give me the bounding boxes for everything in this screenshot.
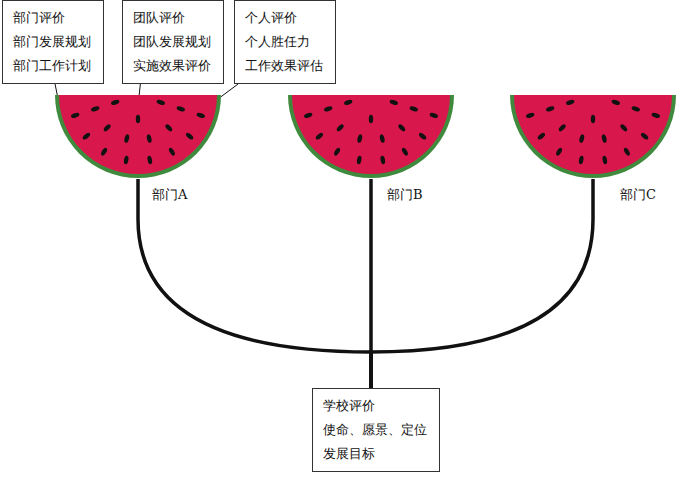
evaluation-box: 个人评价个人胜任力工作效果评估: [234, 0, 336, 84]
watermelon-shape: [510, 95, 676, 181]
watermelon-node: 部门C: [510, 95, 676, 181]
school-box: 学校评价使命、愿景、定位发展目标: [312, 388, 440, 472]
department-label: 部门B: [385, 187, 425, 203]
box-text: 学校评价: [323, 394, 429, 418]
box-text: 工作效果评估: [245, 54, 325, 78]
leader-line: [221, 84, 238, 97]
watermelon-shape: [288, 95, 454, 181]
box-text: 团队发展规划: [133, 30, 213, 54]
watermelon-shape: [55, 95, 221, 181]
box-text: 部门评价: [13, 6, 93, 30]
department-label: 部门A: [150, 187, 189, 203]
tree-connector: [138, 179, 371, 388]
department-label: 部门C: [618, 187, 658, 203]
box-text: 部门工作计划: [13, 54, 93, 78]
box-text: 团队评价: [133, 6, 213, 30]
box-text: 实施效果评价: [133, 54, 213, 78]
box-text: 个人胜任力: [245, 30, 325, 54]
tree-connector: [371, 179, 593, 388]
watermelon-node: 部门A: [55, 95, 221, 181]
evaluation-box: 团队评价团队发展规划实施效果评价: [122, 0, 224, 84]
box-text: 个人评价: [245, 6, 325, 30]
box-text: 使命、愿景、定位: [323, 418, 429, 442]
box-text: 部门发展规划: [13, 30, 93, 54]
box-text: 发展目标: [323, 442, 429, 466]
evaluation-box: 部门评价部门发展规划部门工作计划: [2, 0, 104, 84]
watermelon-node: 部门B: [288, 95, 454, 181]
